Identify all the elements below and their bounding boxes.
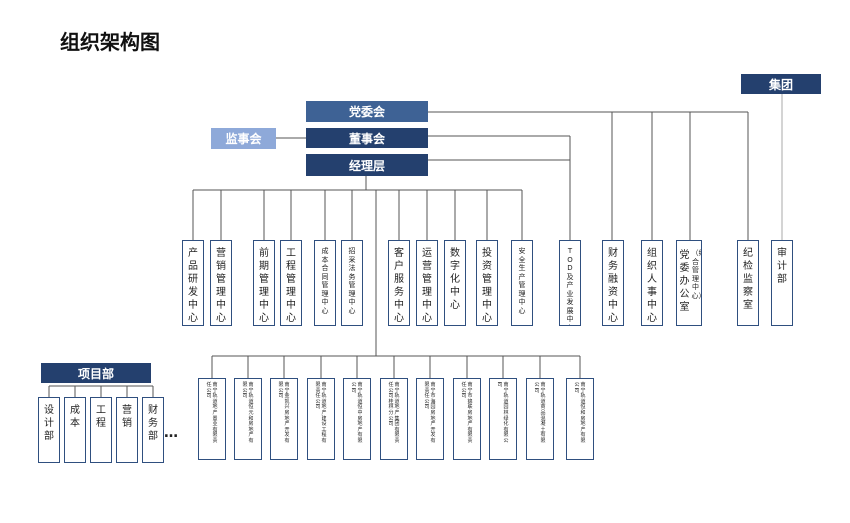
company-label-column: 南宁轨道地产建设工程有 (321, 382, 327, 444)
dept-box-0: 产品研发中心 (182, 240, 204, 326)
project-box-2: 工程 (90, 397, 112, 463)
dept-label: TOD及产业发展中心 (566, 247, 574, 325)
project-label: 财务部 (148, 405, 158, 442)
dept-label: 工程管理中心 (286, 248, 296, 324)
dept-box-6: 客户服务中心 (388, 240, 410, 326)
dept-label: 安全生产管理中心 (518, 247, 526, 315)
dept-label: 前期管理中心 (259, 248, 269, 324)
company-label-column: 公司 (351, 382, 357, 394)
dept-box-10: 安全生产管理中心 (511, 240, 533, 326)
company-label-column: 南宁金凯兴房地产开发有 (284, 382, 290, 444)
dept-box-11: TOD及产业发展中心 (559, 240, 581, 326)
company-box-10: 南宁轨道恒和房地产有限公司 (566, 378, 594, 460)
company-label-column: 南宁轨道恒中房地产有限 (357, 382, 363, 444)
company-box-2: 南宁金凯兴房地产开发有限公司 (270, 378, 298, 460)
company-box-8: 南宁轨道园林绿化有限公司 (489, 378, 517, 460)
company-label-column: 公司 (574, 382, 580, 394)
dept-box-2: 前期管理中心 (253, 240, 275, 326)
company-label-column: 南宁轨道园林绿化有限公 (503, 382, 509, 444)
dept-box-7: 运营管理中心 (416, 240, 438, 326)
project-box-0: 设计部 (38, 397, 60, 463)
dept-label: 营销管理中心 (216, 248, 226, 324)
supervisory-box: 监事会 (211, 128, 276, 149)
company-label-column: 公司 (534, 382, 540, 394)
project-label: 设计部 (44, 405, 54, 442)
company-label-column: 南宁轨道地产集团有限责 (394, 382, 400, 444)
project-box-1: 成本 (64, 397, 86, 463)
company-label-column: 任公司桂林分公司 (388, 382, 394, 428)
company-box-0: 南宁轨道地产置业有限责任公司 (198, 378, 226, 460)
dept-box-8: 数字化中心 (444, 240, 466, 326)
group-box: 集团 (741, 74, 821, 94)
company-label-column: 任公司 (461, 382, 467, 400)
project-dept-box: 项目部 (41, 363, 151, 383)
project-box-3: 营销 (116, 397, 138, 463)
dept-label: 投资管理中心 (482, 248, 492, 324)
project-label: 成本 (70, 405, 80, 429)
company-box-9: 南宁轨道商品混凝土有限公司 (526, 378, 554, 460)
company-label-column: 南宁轨道商品混凝土有限 (540, 382, 546, 444)
company-label-column: 南宁轨道恒元和房地产有 (248, 382, 254, 444)
dept-label: 客户服务中心 (394, 248, 404, 324)
company-box-3: 南宁轨道地产建设工程有限责任公司 (307, 378, 335, 460)
dept-label: 组织人事中心 (647, 248, 657, 324)
project-label: 工程 (96, 405, 106, 429)
dept-label: 财务融资中心 (608, 248, 618, 324)
dept-label: 成本合同管理中心 (321, 247, 329, 315)
company-label-column: 南宁轨道恒和房地产有限 (580, 382, 586, 444)
dept-box-9: 投资管理中心 (476, 240, 498, 326)
dept-label: 数字化中心 (450, 248, 460, 311)
board-box: 董事会 (306, 128, 428, 148)
project-label: 营销 (122, 405, 132, 429)
company-label-column: 限公司 (242, 382, 248, 400)
company-label-column: 南宁轨道地产置业有限责 (212, 382, 218, 444)
dept-label: 党委办公室 (679, 250, 690, 313)
project-box-4: 财务部 (142, 397, 164, 463)
dept-label: 审计部 (777, 248, 787, 285)
dept-box-14: （综合管理中心） 党委办公室 (676, 240, 702, 326)
company-label-column: 限责任公司 (315, 382, 321, 411)
company-label-column: 南宁市海园房地产开发有 (430, 382, 436, 444)
dept-box-16: 审计部 (771, 240, 793, 326)
company-label-column: 司 (497, 382, 503, 388)
dept-sublabel: （综合管理中心） (691, 249, 702, 300)
company-box-6: 南宁市海园房地产开发有限责任公司 (416, 378, 444, 460)
dept-label: 纪检监察室 (743, 248, 753, 311)
company-box-4: 南宁轨道恒中房地产有限公司 (343, 378, 371, 460)
dept-box-4: 成本合同管理中心 (314, 240, 336, 326)
more-ellipsis: … (164, 425, 179, 441)
dept-box-12: 财务融资中心 (602, 240, 624, 326)
company-box-1: 南宁轨道恒元和房地产有限公司 (234, 378, 262, 460)
dept-label: 招采法务管理中心 (348, 247, 356, 315)
company-label-column: 限公司 (278, 382, 284, 400)
company-box-7: 南宁市锦联房地产有限责任公司 (453, 378, 481, 460)
dept-box-13: 组织人事中心 (641, 240, 663, 326)
page-title: 组织架构图 (60, 30, 160, 54)
dept-label: 产品研发中心 (188, 248, 198, 324)
management-box: 经理层 (306, 154, 428, 176)
company-box-5: 南宁轨道地产集团有限责任公司桂林分公司 (380, 378, 408, 460)
party-committee-box: 党委会 (306, 101, 428, 122)
dept-box-3: 工程管理中心 (280, 240, 302, 326)
dept-box-15: 纪检监察室 (737, 240, 759, 326)
company-label-column: 任公司 (206, 382, 212, 400)
dept-label: 运营管理中心 (422, 248, 432, 324)
dept-box-5: 招采法务管理中心 (341, 240, 363, 326)
company-label-column: 南宁市锦联房地产有限责 (467, 382, 473, 444)
dept-box-1: 营销管理中心 (210, 240, 232, 326)
company-label-column: 限责任公司 (424, 382, 430, 411)
